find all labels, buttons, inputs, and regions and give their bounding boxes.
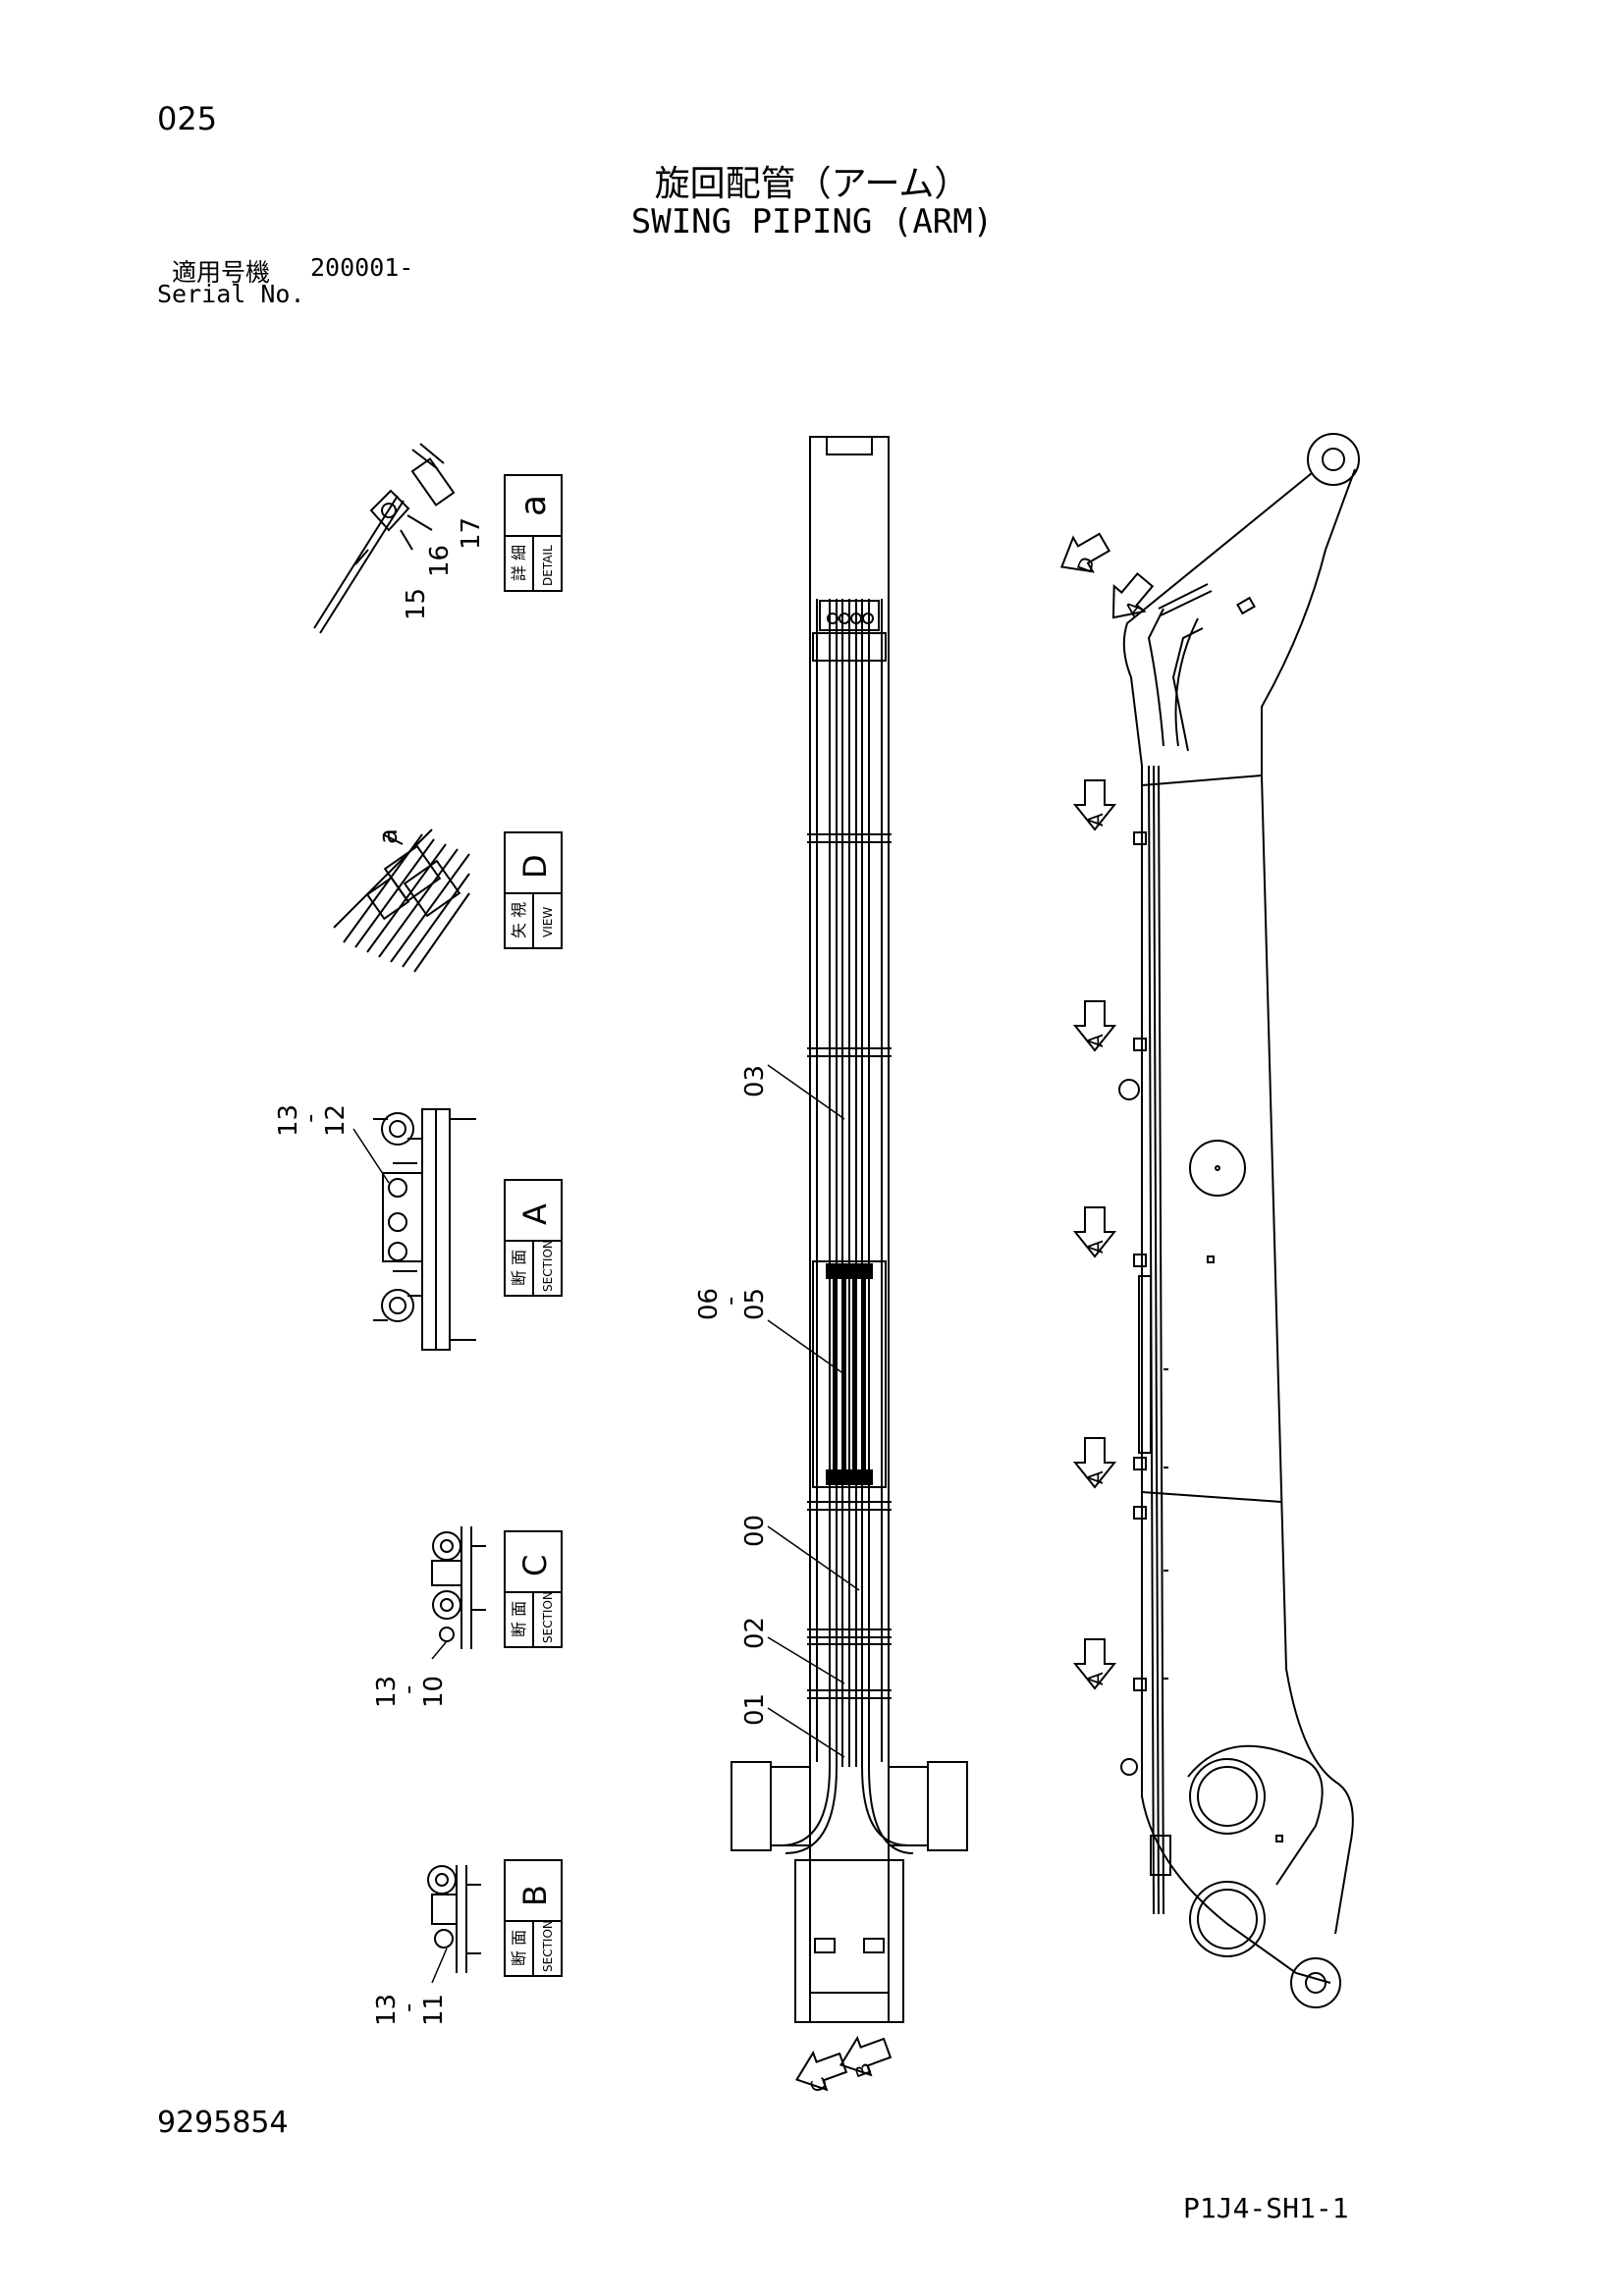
arrow-a-4: A <box>1084 1470 1108 1484</box>
section-a-label-box <box>504 1179 563 1297</box>
section-a-jp: 断 面 <box>510 1250 528 1286</box>
serial-number: 200001- <box>310 253 414 282</box>
detail-a-en: DETAIL <box>541 545 555 586</box>
section-b-letter: B <box>516 1885 554 1906</box>
arrow-a-2: A <box>1084 1034 1108 1047</box>
section-b-leader <box>431 1948 448 1984</box>
detail-a-label-box <box>504 474 563 592</box>
leader-00 <box>767 1525 860 1591</box>
arrow-a-top: A <box>1119 596 1146 621</box>
detail-a-part-17: 17 <box>457 517 486 550</box>
section-c-jp: 断 面 <box>510 1601 528 1637</box>
section-b-jp: 断 面 <box>510 1930 528 1966</box>
section-c-leader <box>431 1640 448 1660</box>
section-c-label-box <box>504 1530 563 1648</box>
detail-a-jp: 詳 細 <box>510 545 528 581</box>
section-a-dash: - <box>296 1114 325 1123</box>
section-c-part-13: 13 <box>372 1676 402 1708</box>
callout-01: 01 <box>740 1693 770 1726</box>
callout-03: 03 <box>740 1065 770 1097</box>
view-d-letter: D <box>516 854 554 879</box>
arrow-d: D <box>1072 554 1100 576</box>
serial-label-english: Serial No. <box>157 280 305 308</box>
arm-side-view <box>1118 433 1360 2008</box>
page-number: 025 <box>157 100 218 137</box>
arrow-a-5: A <box>1084 1672 1108 1685</box>
detail-a-letter: a <box>514 495 554 516</box>
section-c-part-10: 10 <box>419 1676 449 1708</box>
view-d-en: VIEW <box>541 907 555 937</box>
view-d-tag: a <box>374 828 404 844</box>
callout-02: 02 <box>740 1617 770 1649</box>
section-b-en: SECTION <box>541 1920 555 1972</box>
section-c-drawing <box>431 1526 486 1649</box>
arrow-b: B <box>849 2059 876 2080</box>
section-b-dash: - <box>394 2003 423 2012</box>
callout-06: 06 <box>694 1288 724 1320</box>
view-d-jp: 矢 視 <box>510 902 528 938</box>
section-c-letter: C <box>516 1555 554 1576</box>
leader-05 <box>767 1319 845 1375</box>
section-b-drawing <box>427 1865 481 1973</box>
leader-01 <box>767 1707 845 1758</box>
section-b-part-13: 13 <box>372 1994 402 2026</box>
arrow-a-1: A <box>1084 813 1108 827</box>
section-c-dash: - <box>394 1685 423 1694</box>
section-a-part-12: 12 <box>321 1104 351 1137</box>
view-d-label-box <box>504 831 563 949</box>
callout-05: 05 <box>740 1288 770 1320</box>
serial-label-japanese: 適用号機 <box>172 258 271 287</box>
section-b-part-11: 11 <box>419 1994 449 2026</box>
section-a-leader <box>352 1128 390 1184</box>
section-a-part-13: 13 <box>274 1104 303 1137</box>
section-b-label-box <box>504 1859 563 1977</box>
view-arrows <box>795 532 1155 2092</box>
arrow-c: C <box>805 2074 832 2095</box>
section-a-letter: A <box>516 1203 554 1225</box>
section-a-en: SECTION <box>541 1240 555 1292</box>
callout-dash: - <box>716 1297 745 1306</box>
document-number: 9295854 <box>157 2106 289 2140</box>
view-d-drawing <box>333 828 470 973</box>
detail-a-part-15: 15 <box>402 588 431 620</box>
sheet-id: P1J4-SH1-1 <box>1183 2192 1349 2224</box>
detail-a-part-16: 16 <box>425 545 455 577</box>
section-a-drawing <box>373 1108 476 1351</box>
callout-00: 00 <box>740 1515 770 1547</box>
leader-03 <box>767 1064 845 1120</box>
title-japanese: 旋回配管（アーム） <box>654 164 970 204</box>
leader-02 <box>767 1636 845 1684</box>
arm-top-view <box>731 436 968 2023</box>
arrow-a-3: A <box>1084 1240 1108 1254</box>
title-english: SWING PIPING (ARM) <box>630 202 994 241</box>
detail-a-drawing <box>313 443 456 634</box>
section-c-en: SECTION <box>541 1591 555 1643</box>
